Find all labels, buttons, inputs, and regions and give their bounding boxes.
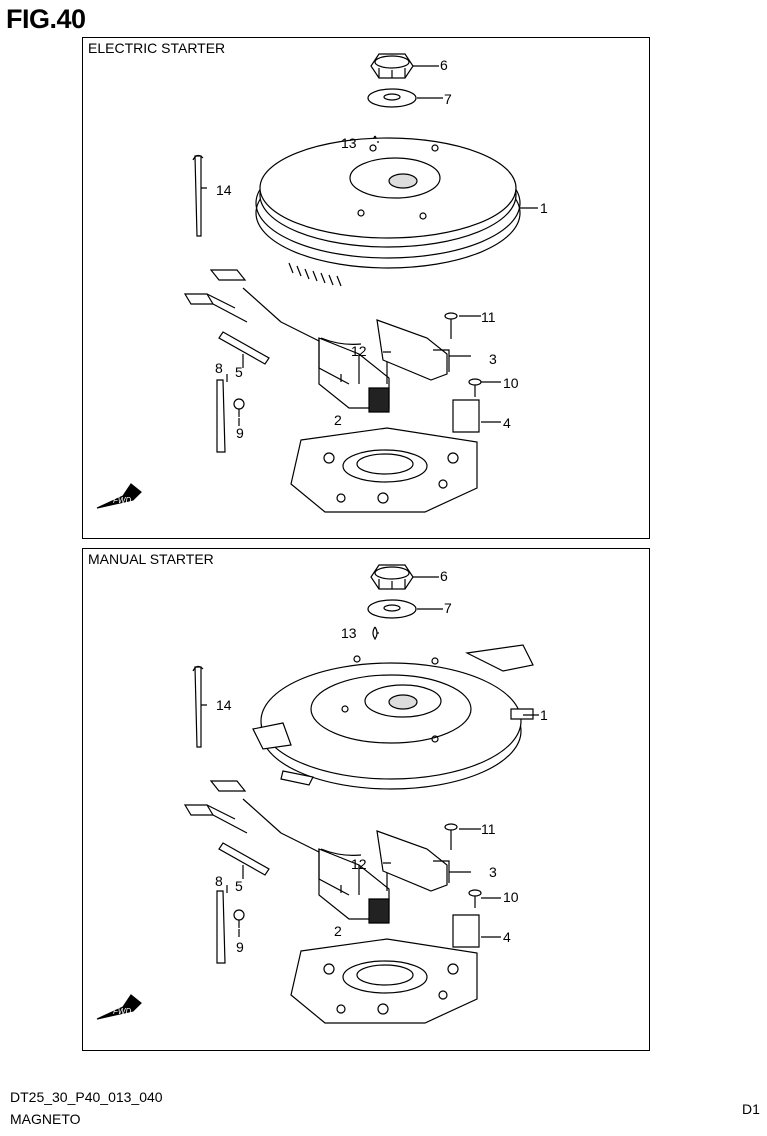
callout-11: 11 (481, 821, 496, 837)
callout-3: 3 (489, 351, 497, 367)
callout-7: 7 (444, 91, 452, 107)
exciter-coil-part (376, 319, 450, 381)
screw-part (233, 909, 245, 928)
callout-4: 4 (503, 929, 511, 945)
ignition-coil-part (318, 337, 390, 413)
bolt-11-part (444, 823, 458, 850)
callout-5: 5 (235, 364, 243, 380)
panel-electric-starter: ELECTRIC STARTER (82, 37, 650, 539)
sleeve-part (218, 842, 270, 876)
callout-9: 9 (236, 425, 244, 441)
callout-13: 13 (341, 625, 357, 641)
callout-8: 8 (215, 873, 223, 889)
callout-7: 7 (444, 600, 452, 616)
page-marker: D1 (742, 1101, 760, 1117)
callout-8: 8 (215, 360, 223, 376)
callout-14: 14 (216, 182, 232, 198)
bolt-10-part (468, 889, 482, 908)
callout-14: 14 (216, 697, 232, 713)
callout-10: 10 (503, 889, 519, 905)
connector-part (183, 780, 362, 856)
callout-2: 2 (334, 412, 342, 428)
washer-part (367, 599, 417, 619)
callout-1: 1 (540, 707, 548, 723)
coil-bracket-part (216, 890, 226, 964)
nut-part (370, 53, 414, 79)
panel-manual-starter: MANUAL STARTER (82, 548, 650, 1051)
nut-part (370, 564, 414, 590)
sleeve-part (218, 331, 270, 365)
fwd-arrow-icon: FWD (96, 994, 142, 1020)
manual-starter-diagram: FWD 1 2 3 4 5 6 7 8 9 10 11 12 13 14 (96, 564, 548, 1024)
regulator-part (452, 399, 480, 433)
callout-3: 3 (489, 864, 497, 880)
screw-part (233, 398, 245, 417)
callout-11: 11 (481, 309, 496, 325)
panel-label: MANUAL STARTER (88, 551, 214, 567)
flywheel-part (252, 644, 534, 790)
svg-text:FWD: FWD (113, 496, 131, 505)
callout-10: 10 (503, 375, 519, 391)
exciter-coil-part (376, 830, 450, 892)
figure-title: FIG.40 (6, 4, 86, 34)
callout-5: 5 (235, 878, 243, 894)
washer-part (367, 88, 417, 108)
leader-lines (201, 65, 538, 426)
callout-9: 9 (236, 939, 244, 955)
bolt-10-part (468, 378, 482, 397)
diagram-code: DT25_30_P40_013_040 (10, 1089, 163, 1105)
callout-12: 12 (351, 343, 367, 359)
flywheel-part (255, 137, 521, 287)
callout-1: 1 (540, 200, 548, 216)
coil-bracket-part (216, 379, 226, 453)
stator-base-part (290, 427, 478, 513)
electric-starter-diagram: FWD 1 2 3 4 5 6 7 8 9 10 11 12 13 14 (96, 53, 548, 513)
connector-part (183, 269, 362, 345)
svg-text:FWD: FWD (113, 1007, 131, 1016)
panel-label: ELECTRIC STARTER (88, 40, 226, 56)
callout-12: 12 (351, 856, 367, 872)
fwd-arrow-icon: FWD (96, 483, 142, 509)
callout-13: 13 (341, 135, 357, 151)
ignition-coil-part (318, 848, 390, 924)
callout-4: 4 (503, 415, 511, 431)
regulator-part (452, 914, 480, 948)
cable-tie-part (192, 665, 204, 748)
callout-2: 2 (334, 923, 342, 939)
callout-6: 6 (440, 57, 448, 73)
leader-lines (201, 576, 539, 938)
stator-base-part (290, 938, 478, 1024)
callout-6: 6 (440, 568, 448, 584)
cable-tie-part (192, 154, 204, 237)
key-part (372, 626, 378, 641)
bolt-11-part (444, 312, 458, 339)
diagram-name: MAGNETO (10, 1111, 81, 1127)
